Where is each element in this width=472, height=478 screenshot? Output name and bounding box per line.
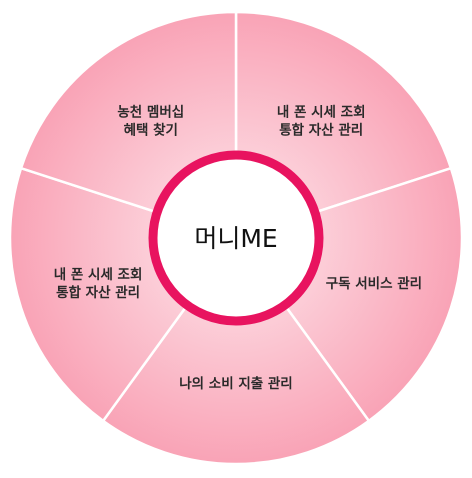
segment-label-2: 구독 서비스 관리 (326, 275, 422, 292)
segment-3 (101, 235, 371, 466)
segment-label-3: 나의 소비 지출 관리 (179, 375, 292, 392)
center-label: 머니ME (194, 224, 277, 253)
center-circle (148, 150, 324, 326)
segment-label-line: 구독 서비스 관리 (326, 275, 422, 292)
segment-label-line: 내 폰 시세 조회 (277, 105, 366, 121)
segment-label-line: 내 폰 시세 조회 (54, 267, 143, 283)
segment-label-line: 혜택 찾기 (124, 122, 178, 139)
segment-label-line: 나의 소비 지출 관리 (179, 375, 292, 392)
segment-label-line: 통합 자산 관리 (56, 284, 140, 301)
segment-label-line: 통합 자산 관리 (279, 122, 363, 139)
segment-label-line: 농천 멤버십 (117, 104, 184, 121)
